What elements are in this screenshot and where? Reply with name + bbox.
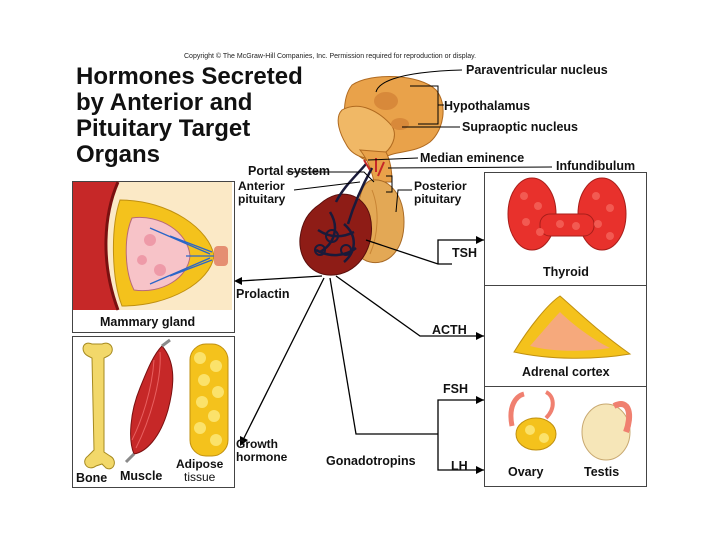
label-thyroid: Thyroid [543, 265, 589, 279]
label-muscle: Muscle [120, 469, 163, 483]
label-anterior-line-2: pituitary [238, 192, 286, 206]
label-growth-hormone: Growth hormone [236, 438, 287, 464]
title-line-2: by Anterior and [76, 89, 253, 116]
label-acth: ACTH [432, 323, 467, 337]
title-line-3: Pituitary Target [76, 115, 251, 142]
label-posterior-pituitary: Posterior pituitary [414, 180, 467, 206]
thyroid-texture [520, 192, 614, 240]
muscle-illustration [124, 338, 174, 464]
label-paraventricular-nucleus: Paraventricular nucleus [466, 63, 608, 77]
label-portal-system: Portal system [248, 164, 330, 178]
mammary-gland-illustration [73, 181, 232, 311]
label-adrenal-cortex: Adrenal cortex [522, 365, 610, 379]
page-title: Hormones Secreted by Anterior and Pituit… [76, 64, 303, 168]
label-ovary: Ovary [508, 465, 544, 479]
bone-illustration [82, 342, 115, 470]
label-posterior-line-1: Posterior [414, 179, 467, 193]
label-fsh: FSH [443, 382, 468, 396]
label-growth-line-1: Growth [236, 437, 278, 451]
label-anterior-pituitary: Anterior pituitary [238, 180, 285, 206]
leader-lines [286, 69, 553, 213]
label-anterior-line-1: Anterior [238, 179, 285, 193]
label-adipose-line-2: tissue [183, 470, 216, 484]
label-gonadotropins: Gonadotropins [326, 454, 416, 468]
label-hypothalamus: Hypothalamus [444, 99, 531, 113]
adipose-illustration [189, 343, 229, 457]
label-testis: Testis [584, 465, 620, 479]
label-mammary-gland: Mammary gland [100, 315, 196, 329]
thyroid-illustration [507, 177, 627, 251]
testis-illustration [581, 401, 633, 461]
hypothalamus-illustration [337, 76, 444, 183]
label-infundibulum: Infundibulum [556, 159, 636, 173]
label-lh: LH [451, 459, 468, 473]
arrowheads [234, 236, 484, 474]
copyright-notice: Copyright © The McGraw-Hill Companies, I… [184, 53, 477, 60]
adrenal-cortex-illustration [513, 295, 632, 359]
label-supraoptic-nucleus: Supraoptic nucleus [462, 120, 578, 134]
label-prolactin: Prolactin [236, 287, 290, 301]
label-adipose-tissue: Adipose tissue [176, 458, 223, 484]
hormone-arrows [239, 239, 484, 471]
title-line-1: Hormones Secreted [76, 63, 303, 90]
label-growth-line-2: hormone [236, 450, 288, 464]
ovary-illustration [508, 390, 557, 451]
title-line-4: Organs [76, 141, 161, 168]
label-adipose-line-1: Adipose [176, 457, 224, 471]
label-bone: Bone [76, 471, 108, 485]
label-median-eminence: Median eminence [420, 151, 525, 165]
anterior-pituitary-illustration [299, 158, 385, 276]
label-posterior-line-2: pituitary [414, 192, 462, 206]
label-tsh: TSH [452, 246, 477, 260]
